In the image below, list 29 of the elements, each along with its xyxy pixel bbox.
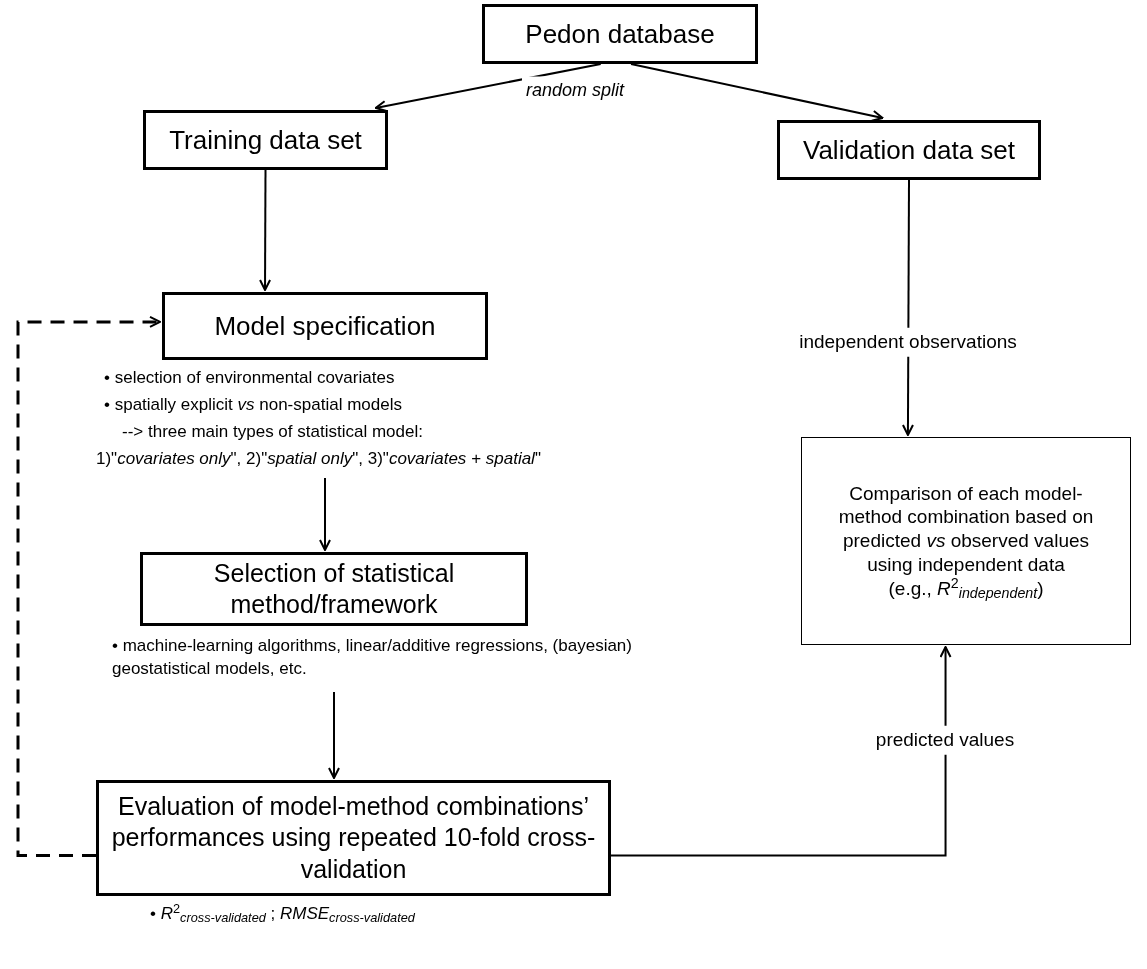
arrow: [328, 691, 340, 779]
process-box: [801, 437, 1131, 645]
dashed-arrow: [16, 315, 161, 857]
process-box: [96, 780, 611, 896]
bullet-note: --> three main types of statistical model:: [122, 421, 423, 443]
box-label: Model specification: [214, 309, 436, 343]
process-box: [143, 110, 388, 170]
arrow: [259, 169, 272, 291]
bullet-note: 1)"covariates only", 2)"spatial only", 3)"covariates + spatial": [96, 448, 541, 470]
arrow: [901, 179, 914, 436]
process-box: [162, 292, 488, 360]
box-label: Training data set: [169, 123, 362, 157]
process-box: [482, 4, 758, 64]
box-label: Selection of statistical method/framework: [212, 557, 456, 620]
box-label: Evaluation of model-method combinations’ performances using repeated 10-fold cross-validation: [110, 791, 597, 885]
arrow: [374, 63, 602, 112]
arrow: [610, 646, 952, 857]
arrow: [319, 477, 331, 551]
box-label: (e.g., R$^{2}$$_{independent}$): [888, 576, 1044, 601]
bullet-note: • spatially explicit vs non-spatial models: [104, 394, 402, 416]
process-box: [140, 552, 528, 626]
bullet-note: • machine-learning algorithms, linear/additive regressions, (bayesian) geostatistical models, etc.: [112, 635, 633, 681]
box-label: Validation data set: [803, 133, 1015, 167]
box-label: Pedon database: [525, 17, 715, 51]
bullet-note: • R$^{2}$$_{cross-validated}$ ; RMSE$_{cross-validated}$: [150, 902, 415, 926]
box-label: Comparison of each model-method combination based on predicted vs observed values using independent data: [837, 481, 1095, 577]
process-box: [777, 120, 1041, 180]
bullet-note: • selection of environmental covariates: [104, 367, 395, 389]
arrow: [630, 63, 884, 122]
